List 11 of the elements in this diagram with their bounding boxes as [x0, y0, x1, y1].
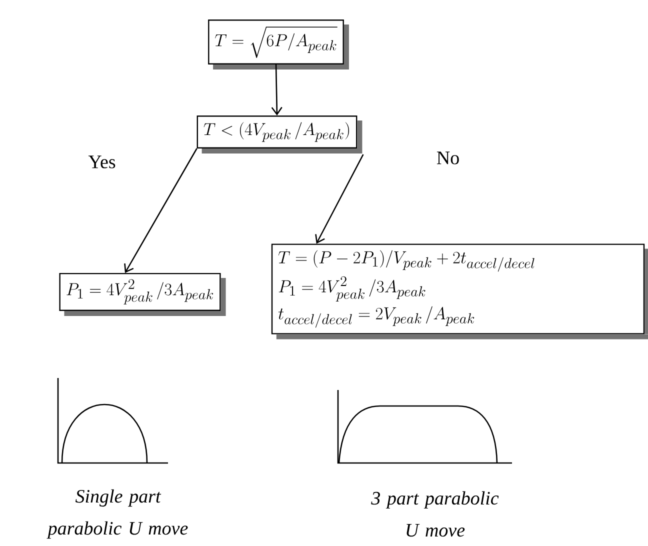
arrow [315, 154, 364, 244]
formula-box: $T = (P - 2P_{1})/V_{peak} + 2t_{accel/decel}$ $P_{1} = 4V_{peak}^{2}\,/3A_{peak}$ $t_{accel/decel} = 2V_{peak}\,/A_{peak}$ [271, 244, 648, 340]
edge-label: No [436, 152, 459, 164]
caption: 3 part parabolic U move [371, 491, 499, 537]
formula-box: $T = \sqrt{6P/A_{peak}}$ [208, 20, 349, 70]
arrow [124, 148, 198, 273]
formula-box: $T < (4V_{peak}\,/A_{peak})$ [196, 116, 362, 154]
caption: Single part parabolic U move [46, 489, 188, 539]
formula-box: $P_{1} = 4V_{peak}^{2}\,/3A_{peak}$ [59, 272, 226, 316]
arrow [271, 64, 282, 116]
edge-label: Yes [88, 156, 116, 168]
